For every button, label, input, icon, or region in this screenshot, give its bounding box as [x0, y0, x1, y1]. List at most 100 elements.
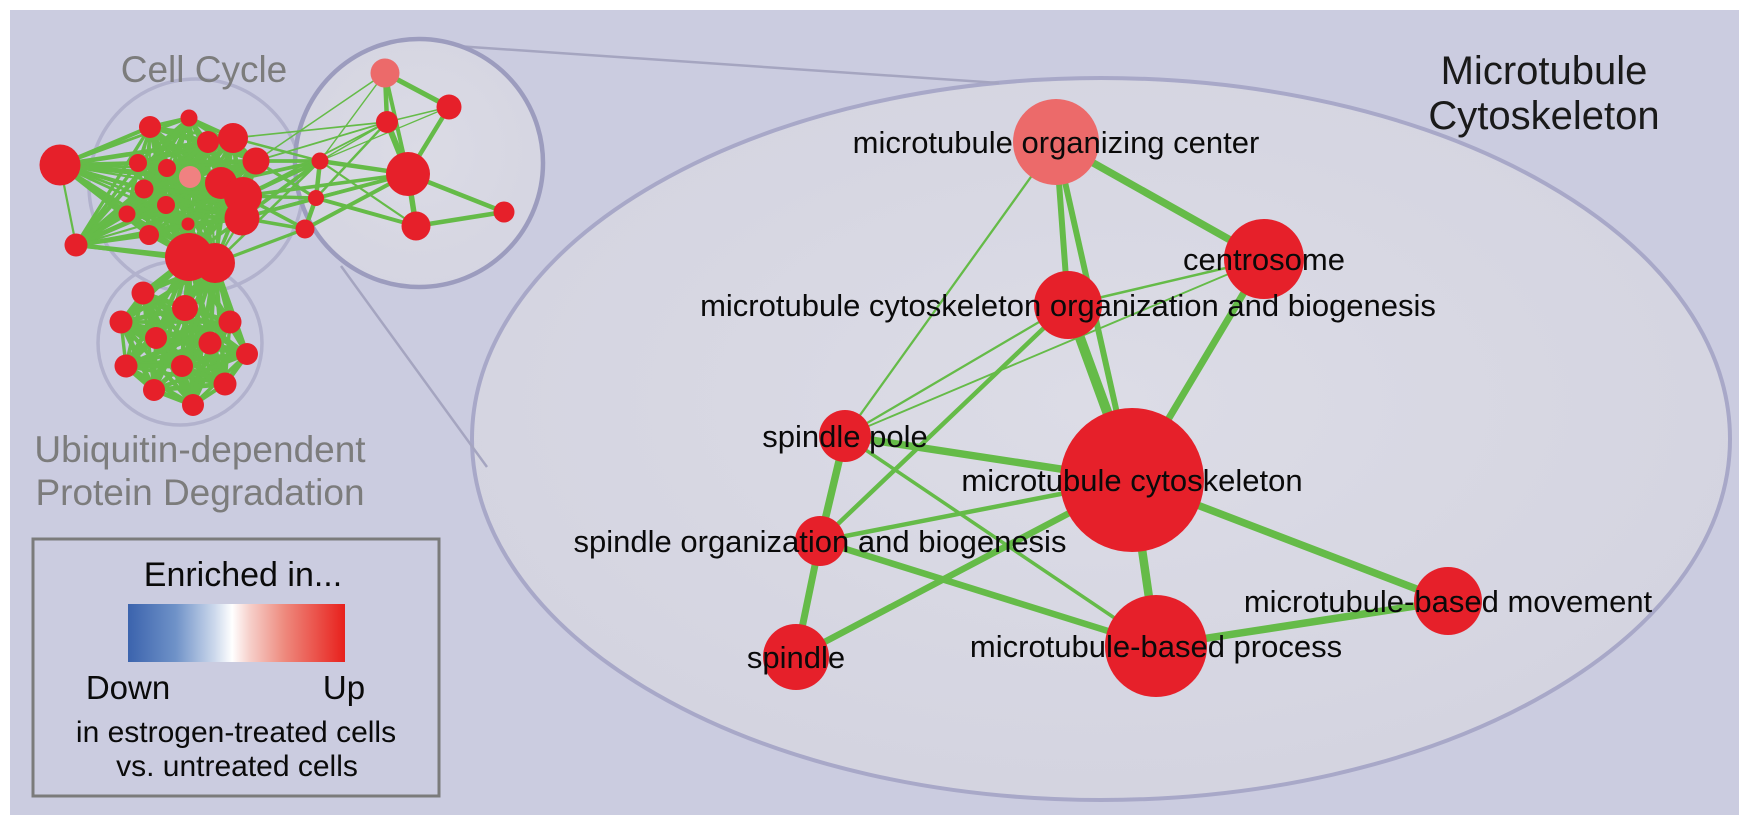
- edge-u6-u8: [124, 341, 212, 368]
- edge-E-G: [136, 140, 210, 165]
- cell-cycle-node-P: [179, 166, 201, 188]
- cell-cycle-node-T: [181, 217, 195, 231]
- cell-cycle-node-A: [39, 144, 81, 186]
- edge-M-T: [125, 212, 190, 226]
- cell-cycle-node-O: [64, 233, 88, 257]
- cluster-label-cell-cycle: Cell Cycle: [121, 49, 288, 90]
- mini-node-m_cyto: [386, 152, 430, 196]
- mini-node-m_proc: [401, 211, 431, 241]
- edge-K-O: [74, 187, 146, 247]
- zoom-edge-sp-proc: [843, 434, 1158, 648]
- ubiquitin-node-u6: [198, 331, 222, 355]
- zoom-node-label-spi: spindle: [747, 640, 845, 675]
- ubiquitin-node-u10: [213, 372, 237, 396]
- cell-cycle-node-G: [129, 154, 147, 172]
- legend-note-line-2: vs. untreated cells: [116, 750, 358, 783]
- callout-line-2: [339, 265, 489, 468]
- mini-node-m_sp: [311, 152, 329, 170]
- cluster-label-ubiquitin-line2: Protein Degradation: [35, 472, 364, 513]
- edge-F-m_mcob: [255, 121, 388, 162]
- mini-node-m_spi: [295, 219, 315, 239]
- zoom-nodes: [763, 99, 1482, 697]
- edge-A-C: [58, 116, 191, 167]
- cell-cycle-node-C: [180, 109, 198, 127]
- zoom-node-label-sp: spindle pole: [762, 419, 927, 454]
- zoom-node-proc: [1105, 595, 1207, 697]
- cell-cycle-node-L: [157, 196, 175, 214]
- zoom-node-spi: [763, 624, 829, 690]
- cell-cycle-node-H: [158, 159, 176, 177]
- ubiquitin-node-u9: [171, 355, 193, 377]
- zoom-edge-cen-sp: [844, 258, 1265, 437]
- edge-N-m_cyto: [240, 172, 410, 220]
- edge-F-H: [165, 159, 258, 170]
- legend-box: [31, 537, 441, 798]
- legend-up-label: Up: [323, 669, 365, 706]
- edge-F-m_moc: [255, 72, 386, 162]
- edge-m_cen-m_sp: [319, 106, 450, 162]
- cell-cycle-node-S: [195, 243, 235, 283]
- ubiquitin-node-u5: [218, 310, 242, 334]
- ubiquitin-node-u8: [114, 354, 138, 378]
- cell-cycle-node-B: [139, 116, 161, 138]
- zoom-node-mcob: [1034, 271, 1102, 339]
- zoom-node-sp: [819, 410, 871, 462]
- edge-u8-u10: [124, 364, 227, 386]
- zoom-node-cyto: [1060, 408, 1204, 552]
- zoom-edge-mcob-so: [817, 302, 1071, 544]
- edge-m_moc-m_sp: [319, 72, 386, 162]
- zoom-node-label-cen: centrosome: [1183, 242, 1345, 277]
- edge-C-O: [73, 115, 192, 248]
- mini-node-m_mov: [493, 201, 515, 223]
- cell-cycle-node-E: [197, 131, 219, 153]
- zoom-node-cen: [1224, 219, 1304, 299]
- edge-J-m_cyto: [241, 172, 410, 198]
- cell-cycle-node-D: [218, 123, 248, 153]
- edge-M-N: [125, 212, 244, 220]
- cell-cycle-node-F: [242, 147, 270, 175]
- zoom-node-label-so: spindle organization and biogenesis: [574, 524, 1067, 559]
- zoom-node-label-moc: microtubule organizing center: [853, 125, 1260, 160]
- mini-node-m_so: [308, 190, 324, 206]
- cluster-label-ubiquitin-line1: Ubiquitin-dependent: [34, 429, 366, 470]
- zoom-node-mov: [1414, 567, 1482, 635]
- cell-cycle-node-M: [118, 205, 136, 223]
- ubiquitin-node-u3: [109, 310, 133, 334]
- zoom-node-labels: microtubule organizing center centrosome m…: [574, 125, 1653, 675]
- legend-title: Enriched in...: [144, 556, 342, 594]
- callout-line-1: [426, 42, 1000, 85]
- edge-L-O: [73, 202, 169, 248]
- main-title-line-2: Cytoskeleton: [1428, 94, 1659, 138]
- mini-node-m_moc: [370, 58, 400, 88]
- legend-gradient-bar: [128, 604, 345, 662]
- edge-D-m_mcob: [232, 121, 388, 139]
- zoom-edge-mcob-sp: [843, 303, 1070, 438]
- edge-m_proc-m_mov: [413, 209, 507, 229]
- cell-cycle-node-Q: [139, 225, 159, 245]
- zoom-edge-so-proc: [816, 537, 1160, 650]
- ubiquitin-node-u2: [172, 295, 198, 321]
- edge-S-u11: [151, 260, 218, 393]
- main-title-line-1: Microtubule: [1441, 49, 1648, 93]
- mini-node-m_cen: [436, 94, 462, 120]
- overview-nodes: [39, 58, 515, 416]
- legend-note-line-1: in estrogen-treated cells: [76, 716, 396, 749]
- ubiquitin-node-u1: [131, 281, 155, 305]
- zoom-node-label-proc: microtubule-based process: [970, 629, 1342, 664]
- edge-B-O: [74, 125, 152, 247]
- legend-down-label: Down: [86, 669, 170, 706]
- ubiquitin-node-u4: [145, 327, 167, 349]
- zoom-node-moc: [1013, 99, 1099, 185]
- zoom-node-label-mcob: microtubule cytoskeleton organization an…: [700, 288, 1436, 323]
- cell-cycle-node-N: [224, 200, 260, 236]
- zoom-node-label-mov: microtubule-based movement: [1244, 584, 1653, 619]
- edge-G-O: [74, 161, 140, 247]
- ubiquitin-node-u11: [143, 379, 165, 401]
- mini-node-m_mcob: [376, 111, 398, 133]
- cell-cycle-node-K: [134, 179, 154, 199]
- ubiquitin-node-u7: [236, 343, 258, 365]
